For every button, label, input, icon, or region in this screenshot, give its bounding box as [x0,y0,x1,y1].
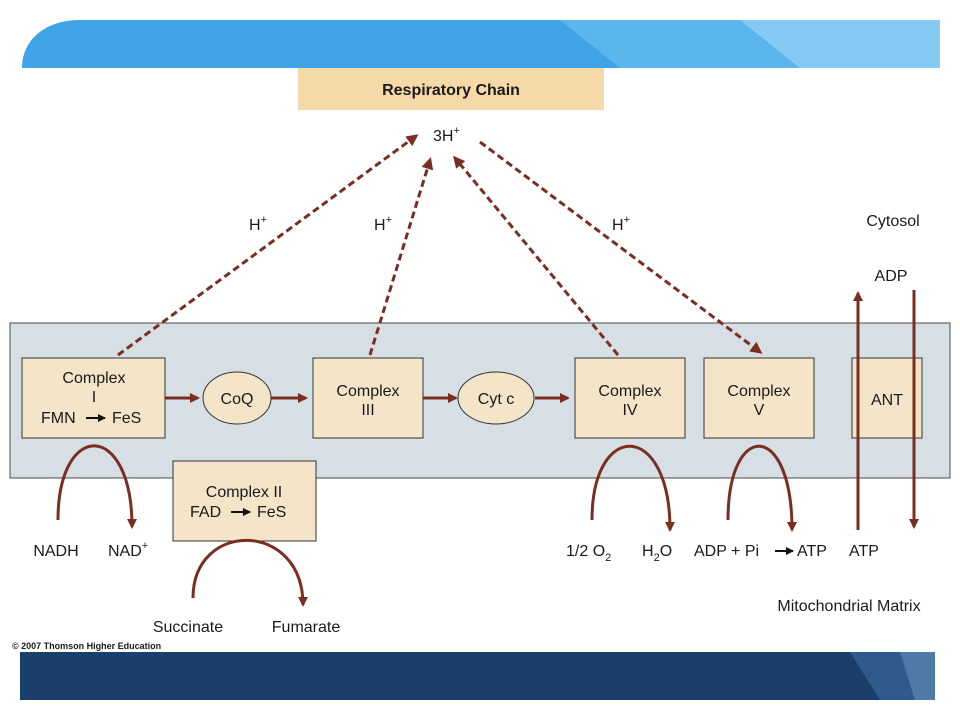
oxygen-label: 1/2 O2 [566,543,611,564]
nadh-oxidation-arrow [56,444,137,529]
cytosol-label: Cytosol [866,213,919,230]
complex-i-line2: I [92,389,96,406]
complex-iv: Complex IV [574,357,686,439]
svg-text:3H+: 3H+ [433,125,460,145]
succinate-oxidation-arrow [191,538,308,607]
complex-v-line1: Complex [727,383,790,400]
cyt-c-label: Cyt c [478,391,514,408]
matrix-label: Mitochondrial Matrix [777,598,920,615]
top-banner [22,20,940,68]
proton-arrow-complex-i [117,134,419,357]
oxygen-reduction-arrow [590,444,675,532]
ant: ANT [851,357,923,439]
title-box [298,68,604,110]
complex-iii-line1: Complex [336,383,399,400]
proton-arrow-complex-v [479,140,763,354]
proton-arrows [117,134,763,357]
complex-ii-fes: FeS [257,504,286,521]
complex-iv-line2: IV [622,402,637,419]
complex-ii-line1: Complex II [206,484,282,501]
complex-i-line1: Complex [62,370,125,387]
complex-i-fmn: FMN [41,410,76,427]
complex-ii: Complex II FAD FeS [172,460,317,542]
coq-label: CoQ [221,391,254,408]
reaction-arrows [56,444,797,607]
succinate-label: Succinate [153,619,223,636]
complex-i-fes: FeS [112,410,141,427]
complex-i: Complex I FMN FeS [21,357,166,439]
atp-matrix-label: ATP [849,543,879,560]
complex-iv-line1: Complex [598,383,661,400]
coq: CoQ [202,371,272,425]
atp-product-label: ATP [797,543,827,560]
nad-plus-label: NAD+ [108,540,148,560]
h-plus-label-3: H+ [374,214,392,234]
h-plus-label-1: H+ [249,214,267,234]
complex-iii-line2: III [361,402,374,419]
adp-cytosol-label: ADP [875,268,908,285]
atp-synthesis-arrow [726,444,797,532]
proton-pool-plus: + [453,125,459,137]
adp-pi-label: ADP + Pi [694,543,759,560]
fumarate-label: Fumarate [272,619,341,636]
proton-pool-label: 3H+ [433,125,460,145]
proton-arrow-complex-iii [368,157,434,356]
nadh-label: NADH [33,543,78,560]
water-label: H2O [642,543,672,564]
proton-pool-text: 3H [433,128,453,145]
proton-arrow-complex-iv [453,155,620,356]
h-plus-label-5: H+ [612,214,630,234]
complex-v: Complex V [703,357,815,439]
ant-label: ANT [871,392,903,409]
diagram-title: Respiratory Chain [382,82,520,99]
complex-iii: Complex III [312,357,424,439]
complex-v-line2: V [754,402,765,419]
bottom-banner [20,652,935,700]
complex-ii-fad: FAD [190,504,221,521]
copyright-notice: © 2007 Thomson Higher Education [12,641,161,651]
cyt-c: Cyt c [457,371,535,425]
ant-transport-arrows [853,290,919,530]
